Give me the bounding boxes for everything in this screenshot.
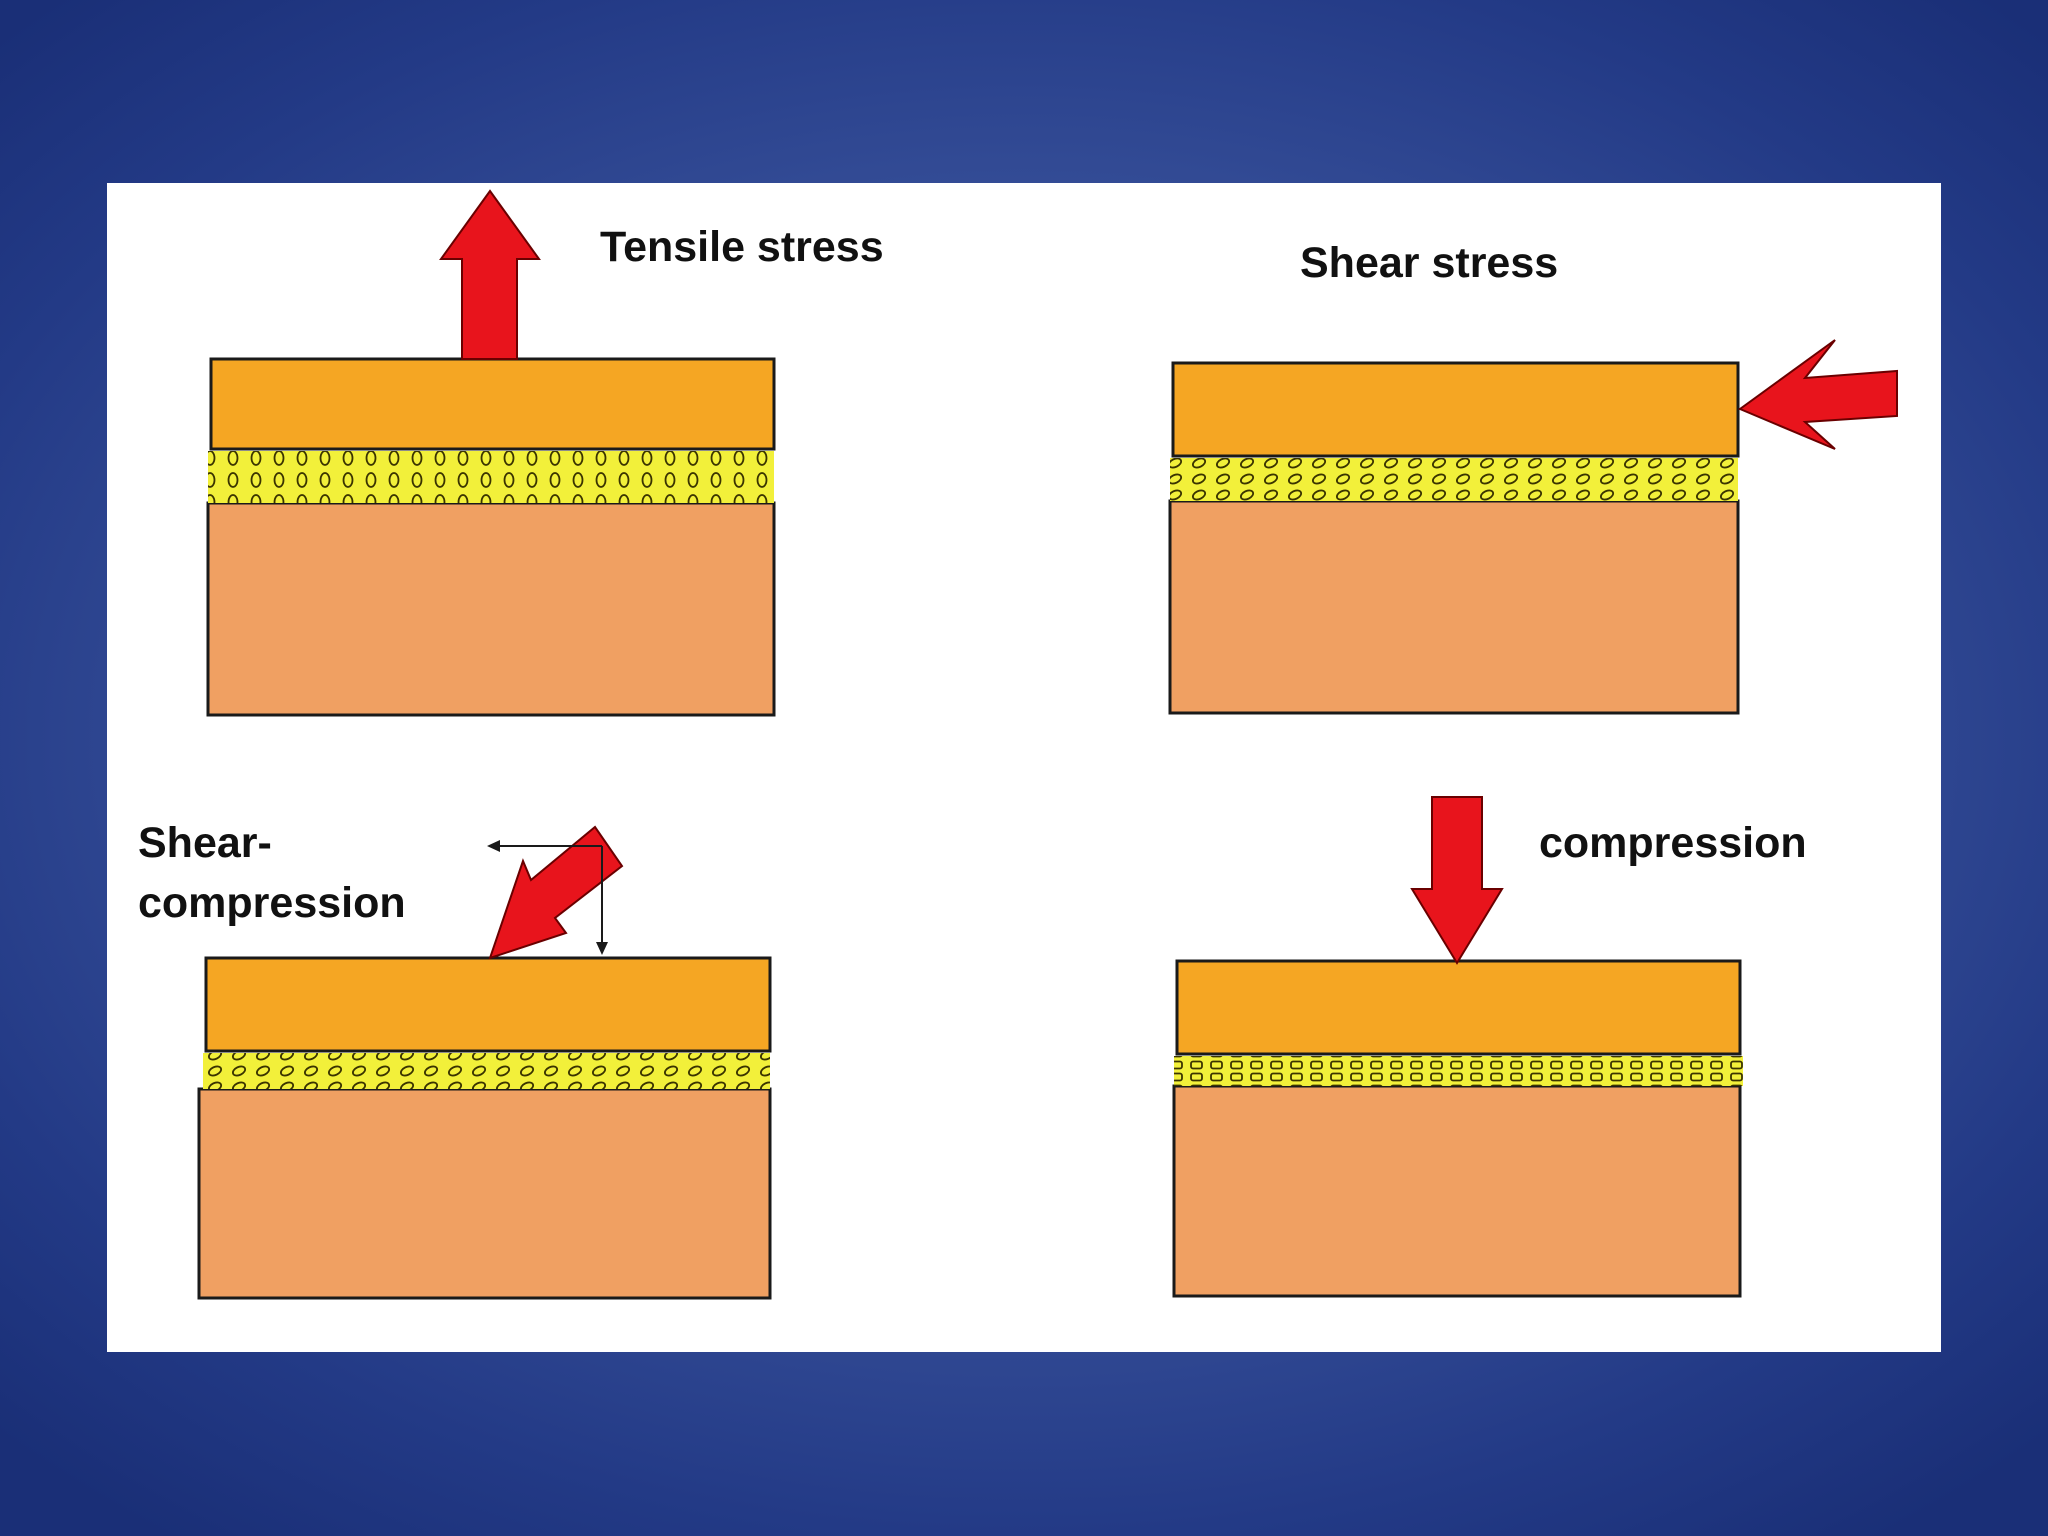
arrow-down-icon	[1410, 796, 1504, 965]
adhesive-grains	[208, 451, 774, 503]
top-adherend	[1175, 959, 1742, 1056]
adhesive-grains	[1174, 1056, 1743, 1086]
stress-diagram	[197, 189, 1898, 1300]
compression-panel	[1172, 796, 1743, 1298]
top-adherend	[209, 357, 776, 451]
bottom-substrate	[197, 1087, 772, 1300]
top-adherend	[1171, 361, 1740, 458]
bottom-substrate	[1168, 499, 1740, 715]
shear-compression-panel	[197, 825, 772, 1300]
shear-compression-label-line2: compression	[138, 879, 406, 927]
arrow-up-icon	[439, 189, 541, 360]
tensile-panel	[206, 189, 776, 717]
arrow-left-small-icon	[487, 840, 500, 852]
slide-panel: Tensile stress Shear stress Shear- compr…	[107, 183, 1941, 1352]
arrow-down-small-icon	[596, 942, 608, 955]
bottom-substrate	[206, 501, 776, 717]
shear-panel	[1168, 339, 1898, 715]
adhesive-grains	[203, 1053, 770, 1089]
top-adherend	[204, 956, 772, 1053]
tensile-stress-label: Tensile stress	[600, 223, 884, 271]
compression-label: compression	[1539, 819, 1807, 867]
adhesive-grains	[1170, 458, 1738, 501]
shear-compression-label: Shear- compression	[138, 813, 406, 933]
bottom-substrate	[1172, 1084, 1742, 1298]
arrow-diagonal-icon	[488, 825, 624, 960]
shear-compression-label-line1: Shear-	[138, 819, 272, 867]
arrow-left-icon	[1737, 339, 1898, 450]
shear-stress-label: Shear stress	[1300, 239, 1559, 287]
